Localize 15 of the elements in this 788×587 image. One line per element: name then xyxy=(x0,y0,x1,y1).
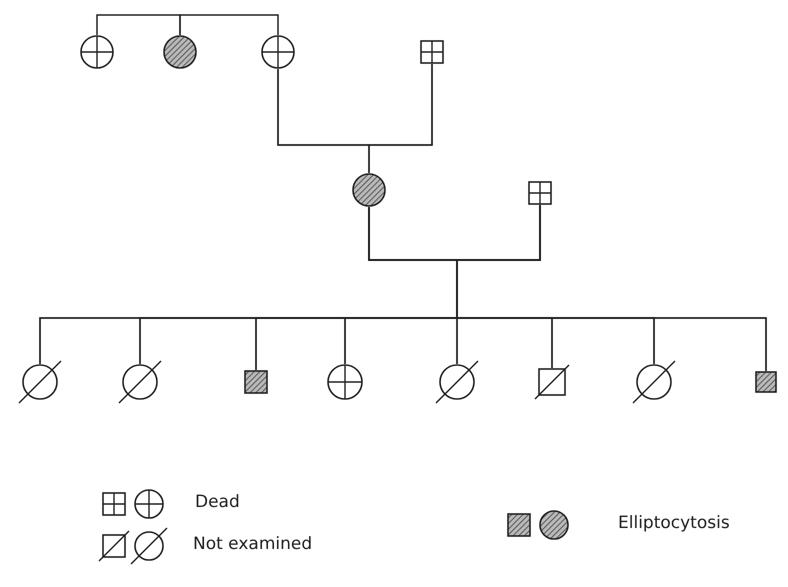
legend-label: Dead xyxy=(195,492,240,512)
female-symbol xyxy=(352,173,386,207)
legend-label: Not examined xyxy=(193,534,312,554)
male-symbol xyxy=(244,370,268,394)
female-symbol xyxy=(327,364,363,400)
female-symbol xyxy=(261,35,295,69)
male-symbol xyxy=(528,181,552,205)
female-symbol xyxy=(80,35,114,69)
pedigree-line xyxy=(179,14,279,35)
pedigree-line xyxy=(368,64,433,173)
pedigree-line xyxy=(96,14,181,35)
male-symbol xyxy=(420,40,444,64)
legend-label: Elliptocytosis xyxy=(618,513,730,533)
male-symbol xyxy=(755,371,777,393)
female-symbol xyxy=(163,35,197,69)
